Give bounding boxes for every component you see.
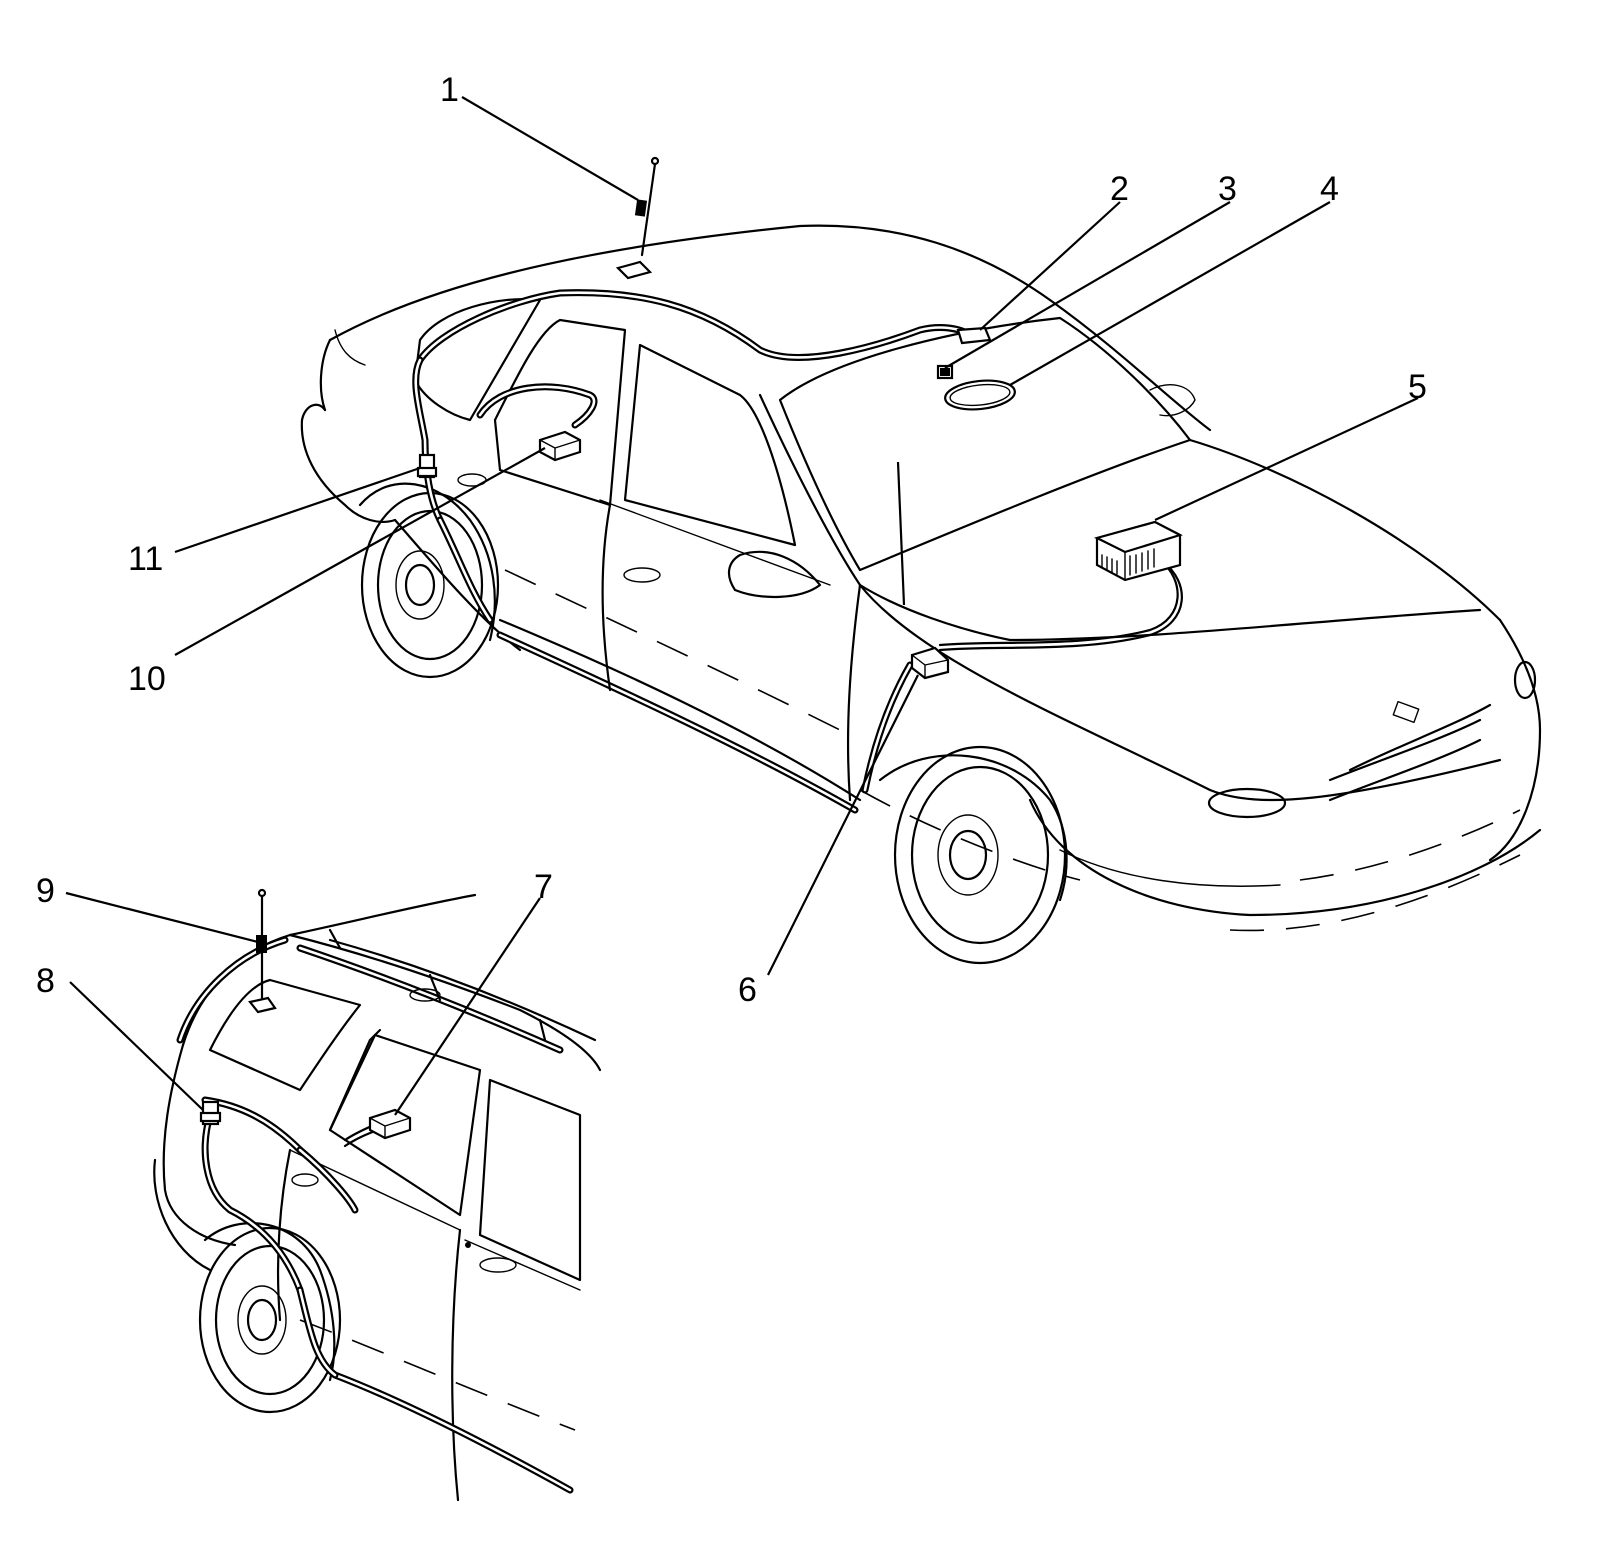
sdars-connector-2 (956, 326, 992, 345)
callout-7: 7 (534, 868, 553, 906)
callout-1: 1 (440, 71, 459, 109)
connector-6 (910, 646, 950, 680)
wagon-illustration (153, 893, 602, 1502)
sedan-illustration (300, 224, 1542, 965)
roof-antenna-wagon (248, 888, 277, 1014)
connector-8 (199, 1100, 222, 1126)
roof-antenna-sedan (615, 156, 660, 280)
leader-lines (65, 96, 1419, 1116)
callout-5: 5 (1408, 368, 1427, 406)
connector-11 (416, 453, 438, 479)
callout-labels: 1 2 3 4 5 6 7 8 9 10 11 (36, 71, 1427, 1009)
module-10 (538, 430, 582, 462)
callout-3: 3 (1218, 170, 1237, 208)
callout-2: 2 (1110, 170, 1129, 208)
rearview-mirror-4 (944, 379, 1016, 411)
callout-10: 10 (128, 660, 166, 698)
sedan-antenna-harness (412, 289, 1183, 794)
wagon-antenna-harness (176, 936, 390, 1379)
callout-11: 11 (128, 540, 163, 578)
receiver-module-5 (1093, 520, 1183, 582)
connector-3 (936, 364, 954, 380)
callout-6: 6 (738, 971, 757, 1009)
module-7 (368, 1108, 412, 1140)
callout-9: 9 (36, 872, 55, 910)
callout-4: 4 (1320, 170, 1339, 208)
callout-8: 8 (36, 962, 55, 1000)
